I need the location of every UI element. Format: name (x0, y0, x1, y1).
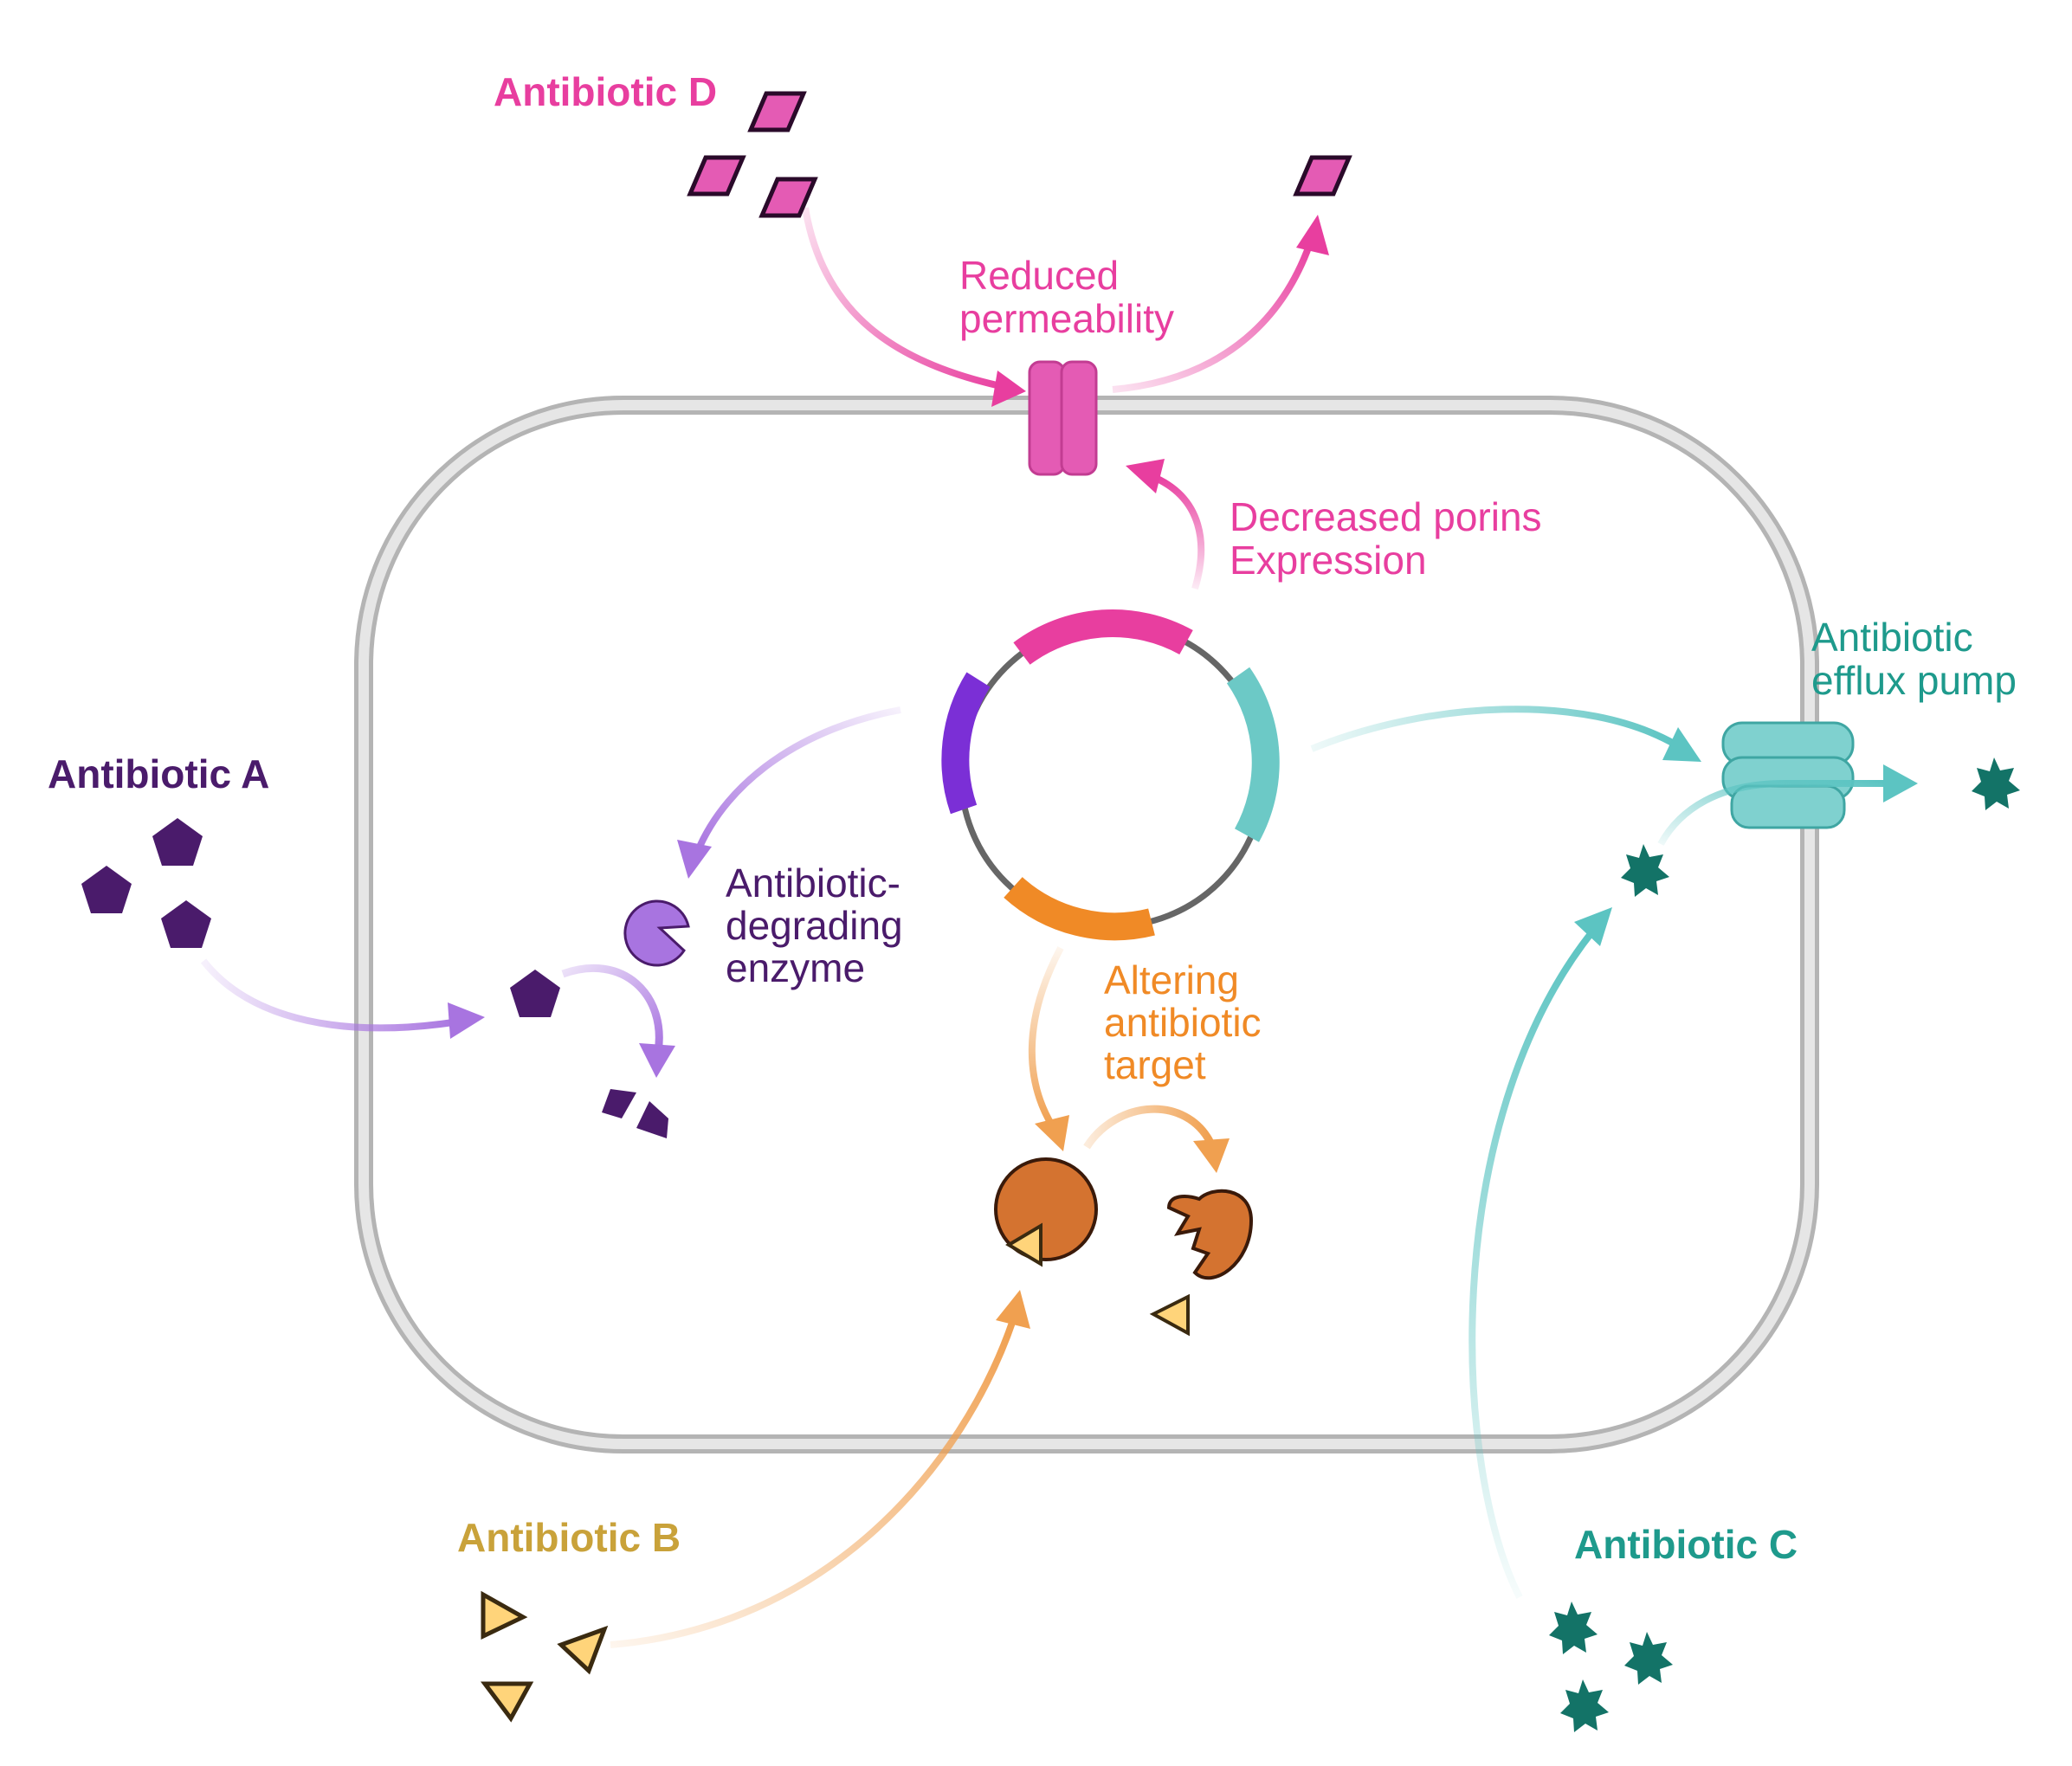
rhombus-icon (1293, 155, 1352, 197)
triangle-icon (481, 1681, 534, 1723)
arrow-efflux-out (1657, 764, 1918, 846)
altered-target-protein-icon (1149, 1189, 1254, 1337)
label-antibiotic-efflux-2: efflux pump (1811, 658, 2017, 703)
plasmid-icon (941, 609, 1280, 941)
antibiotic-c-molecules (1549, 757, 2020, 1732)
star-icon (1621, 844, 1669, 897)
label-reduced-permeability-2: permeability (959, 296, 1174, 341)
porin-channel-icon (1028, 360, 1098, 476)
label-antibiotic-b: Antibiotic B (457, 1515, 681, 1560)
star-icon (1549, 1602, 1598, 1654)
label-degrading-enzyme-1: Antibiotic- (726, 860, 900, 906)
arrow-antibiotic-a-in (200, 958, 485, 1039)
efflux-pump-icon (1721, 721, 1855, 829)
label-altering-target-1: Altering (1104, 957, 1239, 1002)
label-altering-target-3: target (1104, 1042, 1206, 1087)
rhombus-icon (747, 91, 807, 132)
pentagon-icon (510, 970, 560, 1017)
arrow-antibiotic-b-in (610, 1290, 1030, 1648)
antibiotic-a-molecules (81, 818, 668, 1138)
rhombus-icon (687, 155, 746, 197)
degraded-antibiotic-icon (602, 1089, 636, 1118)
label-degrading-enzyme-2: degrading (726, 903, 903, 948)
label-antibiotic-c: Antibiotic C (1574, 1522, 1798, 1567)
target-protein-icon (994, 1157, 1098, 1267)
arrow-antibiotic-d-out (1112, 215, 1329, 393)
pentagon-icon (81, 866, 132, 913)
star-icon (1972, 757, 2020, 810)
antibiotic-b-molecules (481, 1590, 609, 1723)
rhombus-icon (758, 177, 818, 218)
arrow-antibiotic-c-in (1468, 907, 1612, 1599)
antibiotic-d-molecules (687, 91, 1352, 218)
label-reduced-permeability-1: Reduced (959, 253, 1119, 298)
pacman-enzyme-icon (623, 899, 690, 967)
triangle-icon (1149, 1293, 1190, 1337)
label-altering-target-2: antibiotic (1104, 1000, 1262, 1045)
arrow-decreased-porins (1126, 459, 1205, 590)
label-degrading-enzyme-3: enzyme (726, 945, 865, 990)
arrow-target-alteration (1083, 1105, 1230, 1173)
label-antibiotic-d: Antibiotic D (494, 69, 717, 114)
label-antibiotic-efflux-1: Antibiotic (1811, 615, 1973, 660)
label-decreased-porins-1: Decreased porins (1230, 494, 1542, 539)
star-icon (1560, 1679, 1609, 1732)
triangle-icon (557, 1625, 609, 1675)
pentagon-icon (152, 818, 203, 866)
triangle-icon (1005, 1222, 1042, 1267)
arrow-plasmid-to-enzyme (677, 706, 901, 879)
arrow-plasmid-to-pump (1310, 706, 1701, 762)
arrow-antibiotic-d-in (802, 207, 1026, 407)
degraded-antibiotic-icon (636, 1101, 668, 1138)
star-icon (1624, 1632, 1673, 1685)
arrow-degradation (561, 964, 675, 1078)
pentagon-icon (161, 900, 211, 948)
label-decreased-porins-2: Expression (1230, 538, 1427, 583)
label-antibiotic-a: Antibiotic A (48, 751, 269, 796)
triangle-icon (481, 1590, 528, 1640)
arrow-plasmid-to-target (1028, 946, 1069, 1151)
